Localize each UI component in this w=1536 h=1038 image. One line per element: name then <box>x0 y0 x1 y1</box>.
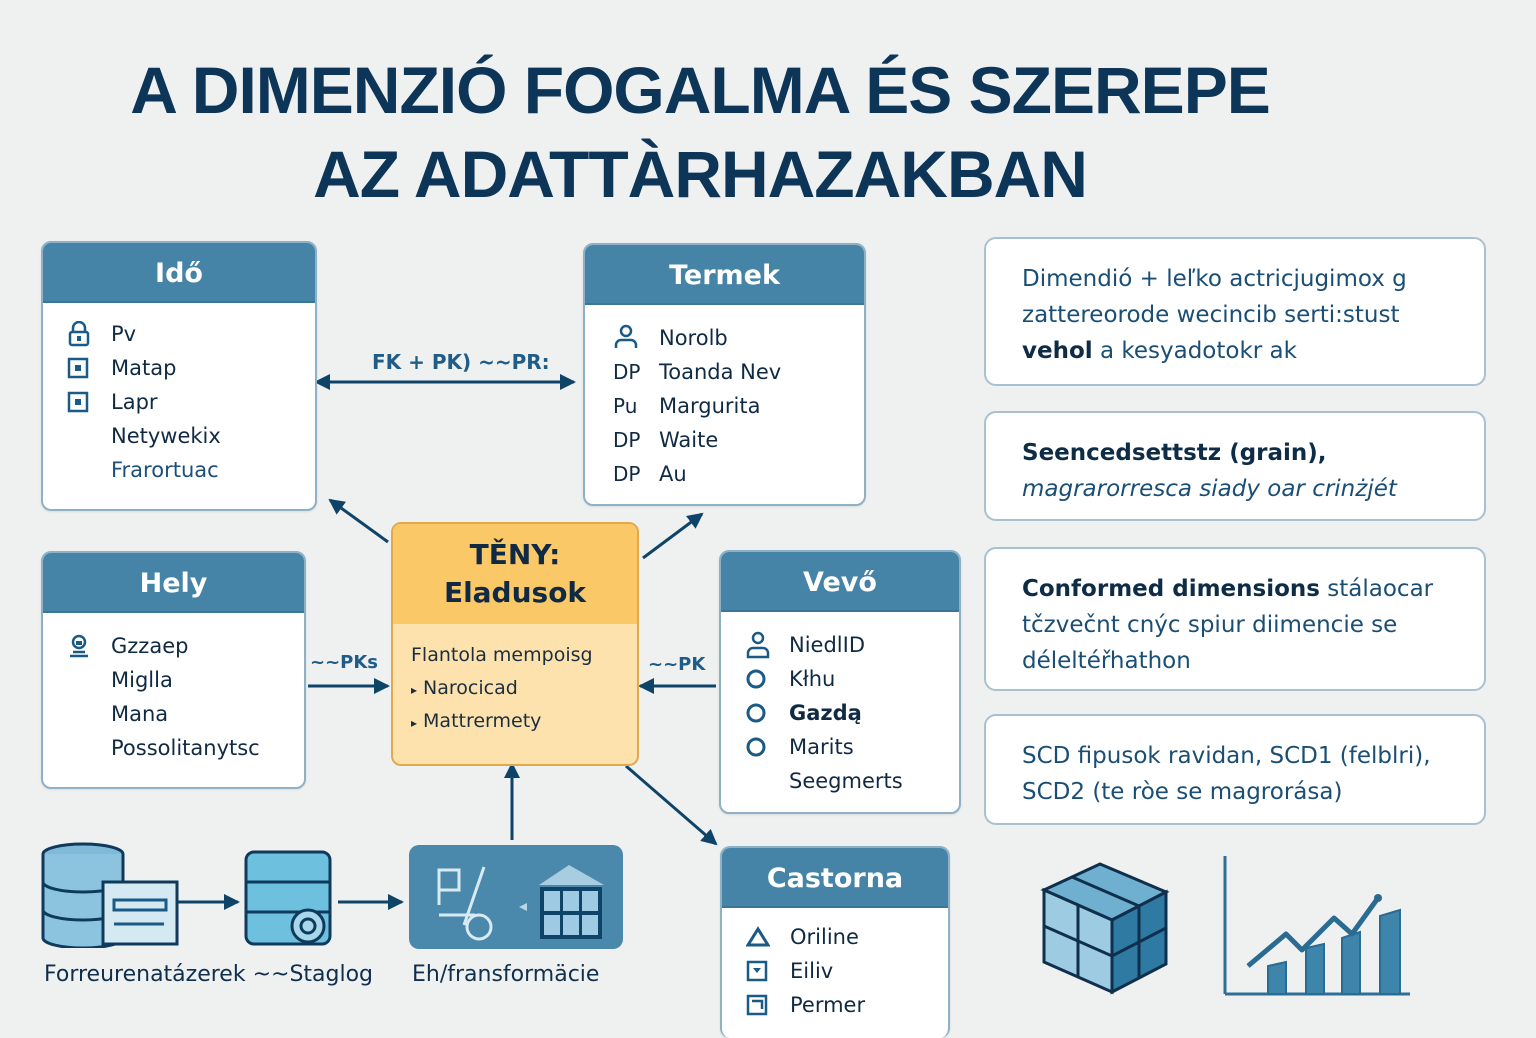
dimension-card-hely[interactable]: Hely Gzzaep Miglla Mana Possolitanytsc <box>41 551 306 789</box>
bullet-icon: ▸ <box>411 683 418 697</box>
attribute-row: Netywekix <box>111 424 221 448</box>
attribute-row: Pv <box>67 317 315 351</box>
attribute-row: Possolitanytsc <box>111 736 260 760</box>
bullet-icon: ▸ <box>411 716 418 730</box>
circle-icon <box>745 667 775 691</box>
square-icon <box>746 959 776 983</box>
page-title-line1: A DIMENZIÓ FOGALMA ÉS SZEREPE <box>130 53 1271 127</box>
bar-line-chart-icon <box>1223 856 1410 996</box>
dimension-card-ido[interactable]: Idő Pv Matap Lapr Netywekix Frarortuac <box>41 241 317 511</box>
triangle-icon <box>746 925 776 949</box>
dimension-card-csatorna[interactable]: Castorna Oriline Eiliv Permer <box>720 846 950 1038</box>
dimension-card-vevo[interactable]: Vevő NiedlID Kłhu Gazdą Marits Seegmerts <box>719 550 961 814</box>
fact-measure: ▸Mattrermety <box>411 710 542 732</box>
connector-label-ido-termek: FK + PK) ~~PR: <box>372 350 550 374</box>
info-card-conformed: Conformed dimensions stálaocar tčzvečnt … <box>984 547 1486 691</box>
fact-measure: Flantola mempoisg <box>411 644 593 666</box>
location-user-icon <box>67 634 97 658</box>
dimension-title: Vevő <box>721 552 959 612</box>
circle-icon <box>745 701 775 725</box>
etl-icon <box>437 865 604 941</box>
page-title-line2: AZ ADATTÀRHAZAKBAN <box>313 137 1088 211</box>
fact-measure: ▸Narocicad <box>411 677 518 699</box>
attribute-row: Norolb <box>613 321 864 355</box>
attribute-row: Mana <box>111 702 169 726</box>
attribute-row: Gazdą <box>745 696 959 730</box>
attribute-row: Marits <box>745 730 959 764</box>
square-icon <box>746 993 776 1017</box>
square-icon <box>67 356 97 380</box>
flow-label-etl: Eh/fransformäcie <box>412 962 600 987</box>
attribute-row: Oriline <box>746 920 948 954</box>
attribute-row: Eiliv <box>746 954 948 988</box>
fact-table-card[interactable]: TĚNY: Eladusok Flantola mempoisg ▸Naroci… <box>391 522 639 766</box>
staging-server-icon <box>244 850 332 946</box>
attribute-row: Seegmerts <box>789 769 903 793</box>
fact-title-line2: Eladusok <box>443 576 587 609</box>
dimension-title: Idő <box>43 243 315 303</box>
attribute-row: Permer <box>746 988 948 1022</box>
connector-label-vevo-fact: ~~PK <box>648 654 706 675</box>
database-source-icon <box>41 842 179 948</box>
attribute-row: Frarortuac <box>111 458 219 482</box>
dimension-title: Termek <box>585 245 864 305</box>
lock-icon <box>67 321 97 347</box>
attribute-row: NiedlID <box>745 628 959 662</box>
attribute-row: Matap <box>67 351 315 385</box>
info-card-scd: SCD fipusok ravidan, SCD1 (felblri), SCD… <box>984 714 1486 825</box>
etl-transform-box <box>409 845 623 949</box>
dimension-title: Hely <box>43 553 304 613</box>
olap-cube-icon <box>1040 862 1170 995</box>
circle-icon <box>745 735 775 759</box>
attribute-row: Miglla <box>111 668 173 692</box>
square-icon <box>67 390 97 414</box>
attribute-row: Lapr <box>67 385 315 419</box>
fact-title-line1: TĚNY: <box>469 538 561 571</box>
user-icon <box>745 631 775 659</box>
info-card-definition: Dimendió + leľko actricjugimox g zattere… <box>984 237 1486 386</box>
user-icon <box>613 323 649 354</box>
connector-label-hely-fact: ~~PKs <box>310 652 379 673</box>
dimension-title: Castorna <box>722 848 948 908</box>
attribute-row: Kłhu <box>745 662 959 696</box>
flow-label-source: Forreurenatázerek ~~Staglog <box>44 962 374 987</box>
attribute-row: Gzzaep <box>67 629 304 663</box>
info-card-grain: Seencedsettstz (grain), magrarorresca si… <box>984 411 1486 521</box>
